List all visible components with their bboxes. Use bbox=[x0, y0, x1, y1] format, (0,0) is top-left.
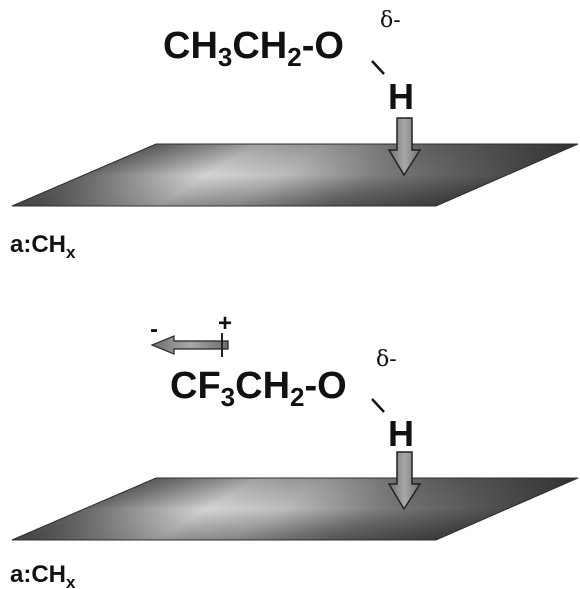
top-surface-plane bbox=[11, 143, 579, 207]
top-surface-label-main: a:CH bbox=[10, 231, 66, 258]
top-molecule-group1: CH bbox=[163, 25, 218, 67]
dipole-negative-sign: - bbox=[150, 316, 158, 343]
bottom-panel: - + CF3CH2-O δ- H a:CHx bbox=[10, 310, 579, 589]
top-hydrogen-atom: H bbox=[388, 76, 414, 117]
bottom-partial-charge: δ- bbox=[376, 347, 397, 372]
top-molecule-sub2: 2 bbox=[287, 42, 301, 72]
bottom-molecule-formula: CF3CH2-O bbox=[170, 365, 347, 412]
bottom-molecule-sub2: 2 bbox=[290, 382, 304, 412]
bottom-molecule-group1: CF bbox=[170, 365, 221, 407]
top-partial-charge: δ- bbox=[380, 8, 401, 33]
bottom-surface-label-main: a:CH bbox=[10, 561, 66, 588]
top-panel: CH3CH2-O δ- H a:CHx bbox=[10, 8, 579, 262]
bottom-surface-label-sub: x bbox=[66, 573, 76, 589]
bottom-molecule-group2: CH bbox=[235, 365, 290, 407]
top-surface-label: a:CHx bbox=[10, 231, 76, 262]
bottom-surface-plane bbox=[11, 477, 579, 541]
dipole-left-arrow-icon bbox=[150, 335, 229, 355]
bottom-oh-bond bbox=[371, 398, 385, 413]
bottom-down-arrow-icon bbox=[387, 451, 422, 511]
dipole-arrow: - + bbox=[150, 310, 232, 357]
dipole-positive-sign: + bbox=[218, 310, 232, 337]
bottom-molecule-sub1: 3 bbox=[221, 382, 235, 412]
top-molecule-tail: -O bbox=[302, 25, 344, 67]
top-surface-label-sub: x bbox=[66, 243, 76, 262]
top-molecule-sub1: 3 bbox=[218, 42, 232, 72]
bottom-surface-label: a:CHx bbox=[10, 561, 76, 589]
bottom-molecule-tail: -O bbox=[304, 365, 346, 407]
bottom-hydrogen-atom: H bbox=[388, 413, 414, 454]
top-molecule-formula: CH3CH2-O bbox=[163, 25, 344, 72]
top-molecule-group2: CH bbox=[232, 25, 287, 67]
top-down-arrow-icon bbox=[387, 117, 422, 177]
top-oh-bond bbox=[371, 60, 385, 75]
